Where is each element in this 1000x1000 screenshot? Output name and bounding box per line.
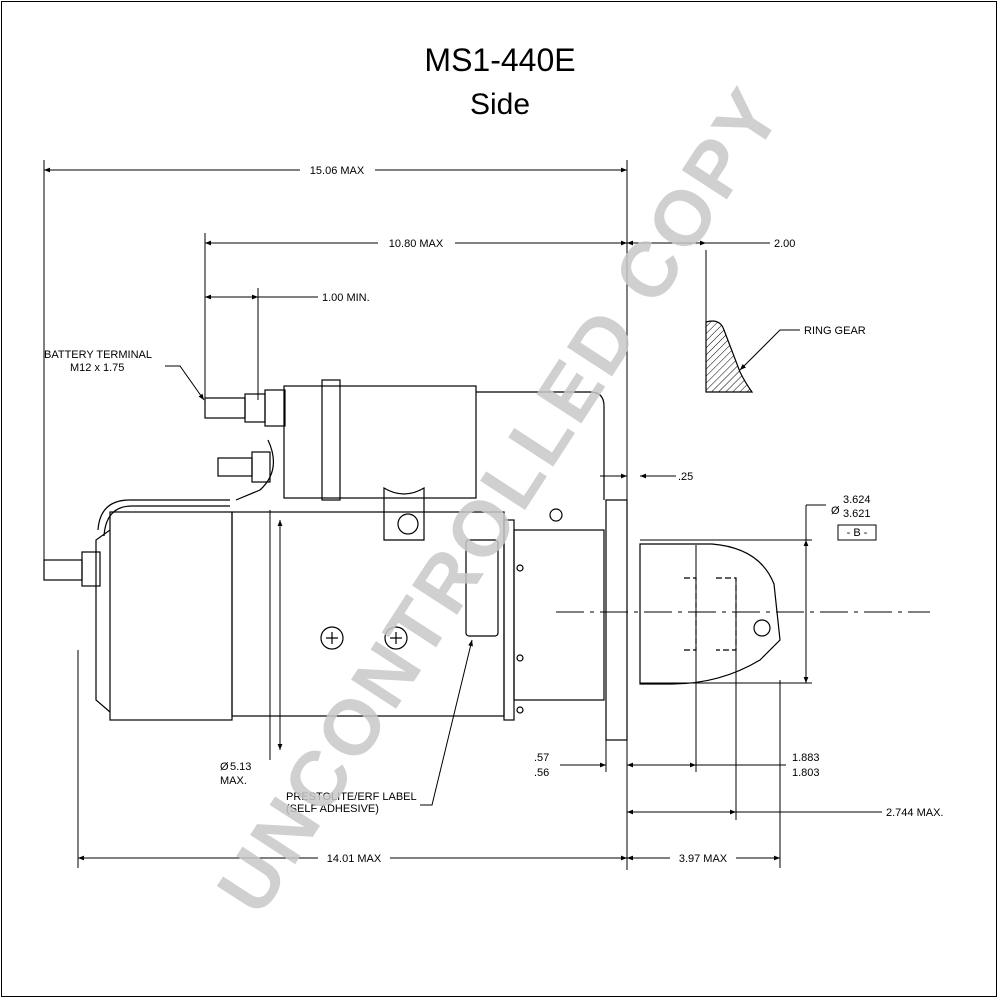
housing-bolt-2	[516, 654, 524, 662]
solenoid-body	[283, 385, 477, 499]
solenoid-band	[321, 379, 341, 501]
dim-body-dia-symbol: Ø	[220, 761, 229, 773]
dim-body-length: 14.01 MAX	[327, 853, 382, 865]
housing-ring	[503, 519, 515, 721]
housing-bolt-3	[516, 706, 524, 714]
solenoid-cover	[476, 391, 605, 500]
small-terminal	[217, 457, 253, 477]
solenoid-lead	[235, 439, 275, 501]
end-cap	[95, 529, 111, 713]
dim-pinion-lower: 1.803	[792, 767, 820, 779]
mount-bolt	[397, 513, 419, 535]
drawing-subtitle: Side	[469, 88, 531, 121]
screw-left	[320, 626, 344, 650]
label-prestolite: PRESTOLITE/ERF LABEL	[286, 791, 417, 803]
field-lead	[97, 499, 230, 531]
drive-housing	[513, 529, 605, 701]
leader-ring-gear	[739, 329, 800, 371]
dim-overall-length: 15.06 MAX	[310, 165, 365, 177]
dim-solenoid-length: 10.80 MAX	[389, 238, 444, 250]
screw-left-slot	[326, 632, 338, 644]
dim-terminal-offset: 1.00 MIN.	[322, 292, 370, 304]
nose-housing	[639, 543, 781, 685]
dim-gap-upper: .57	[534, 752, 549, 764]
prestolite-label-panel	[465, 539, 499, 637]
commutator-end	[109, 511, 233, 721]
nose-screw	[753, 619, 771, 637]
dim-nose-length: 3.97 MAX	[679, 853, 728, 865]
dim-body-dia: 5.13	[230, 761, 251, 773]
dim-pilot-dia-upper: 3.624	[843, 494, 871, 506]
label-self-adhesive: (SELF ADHESIVE)	[286, 803, 379, 815]
dim-pilot-dia-lower: 3.621	[843, 508, 871, 520]
dim-pinion-upper: 1.883	[792, 752, 820, 764]
battery-terminal-stud	[204, 397, 246, 419]
datum-label: - B -	[847, 527, 868, 539]
label-ring-gear: RING GEAR	[804, 325, 866, 337]
ring-gear-section	[705, 320, 754, 393]
rear-terminal	[43, 559, 83, 581]
plug-nut	[549, 508, 563, 522]
screw-right-slot	[390, 632, 402, 644]
dim-flange-to-ring: 2.00	[774, 238, 795, 250]
mount-bracket	[383, 486, 425, 541]
field-lead-2	[103, 505, 230, 537]
rear-terminal-nut	[81, 551, 101, 587]
drawing-title: MS1-440E	[424, 42, 576, 78]
dim-pilot-dia-symbol: Ø	[831, 505, 840, 517]
leader-prestolite	[420, 639, 473, 806]
dim-flange-thickness: .25	[678, 471, 693, 483]
label-battery-thread: M12 x 1.75	[70, 362, 124, 374]
dim-gap-lower: .56	[534, 767, 549, 779]
mounting-flange	[605, 499, 628, 741]
small-terminal-nut	[251, 451, 271, 483]
terminal-nut	[244, 393, 266, 423]
leader-battery-terminal	[165, 365, 205, 401]
terminal-washer	[264, 389, 286, 427]
dim-nose-extent: 2.744 MAX.	[886, 807, 943, 819]
housing-bolt-1	[516, 564, 524, 572]
label-battery-terminal: BATTERY TERMINAL	[44, 349, 152, 361]
starter-motor	[43, 379, 781, 741]
datum-frame	[837, 524, 877, 541]
yoke-body	[231, 511, 505, 717]
pinion-hidden-lines	[684, 577, 737, 651]
dim-body-dia-suffix: MAX.	[220, 775, 247, 787]
screw-right	[384, 626, 408, 650]
